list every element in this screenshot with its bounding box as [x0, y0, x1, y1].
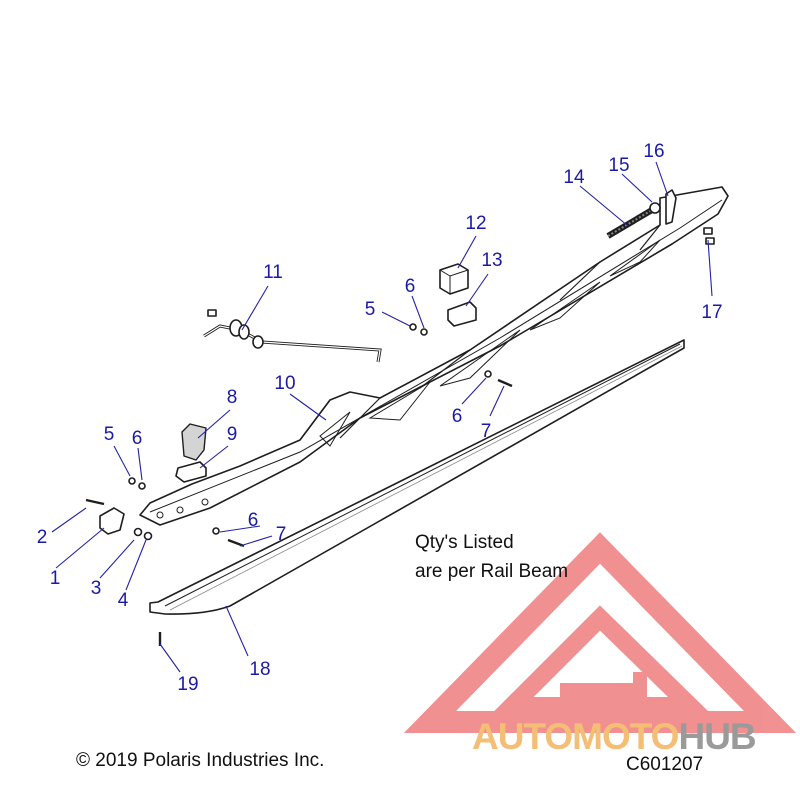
- bolt-14: [606, 207, 654, 239]
- bolt-7-lower: [227, 538, 245, 548]
- bumper-9: [175, 461, 207, 483]
- callout-3: 3: [91, 578, 102, 599]
- watermark-brand-part-2: HUB: [678, 716, 756, 757]
- wheel-block-1: [99, 507, 125, 535]
- callout-9: 9: [227, 424, 238, 445]
- callout-16: 16: [643, 141, 664, 162]
- callout-17: 17: [701, 302, 722, 323]
- quantity-note-line-2: are per Rail Beam: [415, 561, 569, 582]
- callout-8: 8: [227, 387, 238, 408]
- nut-5-front: [128, 477, 136, 485]
- bumper-8: [181, 423, 207, 461]
- callout-6-rear: 6: [405, 276, 416, 297]
- block-13: [447, 301, 477, 327]
- block-12: [439, 263, 469, 295]
- watermark-logo: [403, 532, 797, 733]
- plate-16: [665, 189, 677, 225]
- callout-6-front: 6: [132, 428, 143, 449]
- quantity-note: Qty's Listed are per Rail Beam: [415, 528, 568, 586]
- watermark-brand: AUTOMOTOHUB: [472, 716, 757, 758]
- bolt-2: [85, 498, 105, 506]
- callout-numbers: 1 2 3 4 5 6 8 9 10 11 12 13 5 6 6 7 6 7 …: [37, 141, 723, 695]
- callout-4: 4: [118, 590, 129, 611]
- callout-5-front: 5: [104, 424, 115, 445]
- leader-lines: [51, 161, 713, 673]
- callout-14: 14: [563, 167, 585, 188]
- callout-7-mid: 7: [481, 421, 492, 442]
- watermark-brand-part-1: AUTOMOTO: [472, 716, 679, 757]
- callout-6-lower: 6: [248, 510, 259, 531]
- washer-3: [133, 527, 143, 537]
- nut-4: [143, 531, 153, 541]
- callout-19: 19: [177, 674, 198, 695]
- bolt-7-mid: [497, 378, 513, 388]
- quantity-note-line-1: Qty's Listed: [415, 532, 514, 553]
- callout-18: 18: [249, 659, 270, 680]
- washer-6-front: [138, 482, 146, 490]
- nut-17: [703, 227, 715, 245]
- nut-5-rear: [409, 323, 417, 331]
- callout-15: 15: [608, 155, 629, 176]
- callout-5-rear: 5: [365, 299, 376, 320]
- callout-6-mid: 6: [452, 406, 463, 427]
- callout-7-lower: 7: [276, 524, 287, 545]
- washer-6-lower: [212, 527, 220, 535]
- callout-10: 10: [274, 373, 295, 394]
- callout-2: 2: [37, 527, 48, 548]
- callout-11: 11: [263, 262, 283, 283]
- callout-12: 12: [465, 213, 486, 234]
- copyright-text: © 2019 Polaris Industries Inc.: [76, 750, 325, 771]
- washer-15: [649, 202, 661, 214]
- washer-6-mid: [484, 370, 492, 378]
- washer-6-rear: [420, 328, 428, 336]
- shock-rod: [203, 309, 382, 363]
- slide-rail: [149, 339, 685, 615]
- callout-1: 1: [50, 568, 61, 589]
- callout-13: 13: [481, 250, 502, 271]
- diagram-code: C601207: [626, 754, 704, 775]
